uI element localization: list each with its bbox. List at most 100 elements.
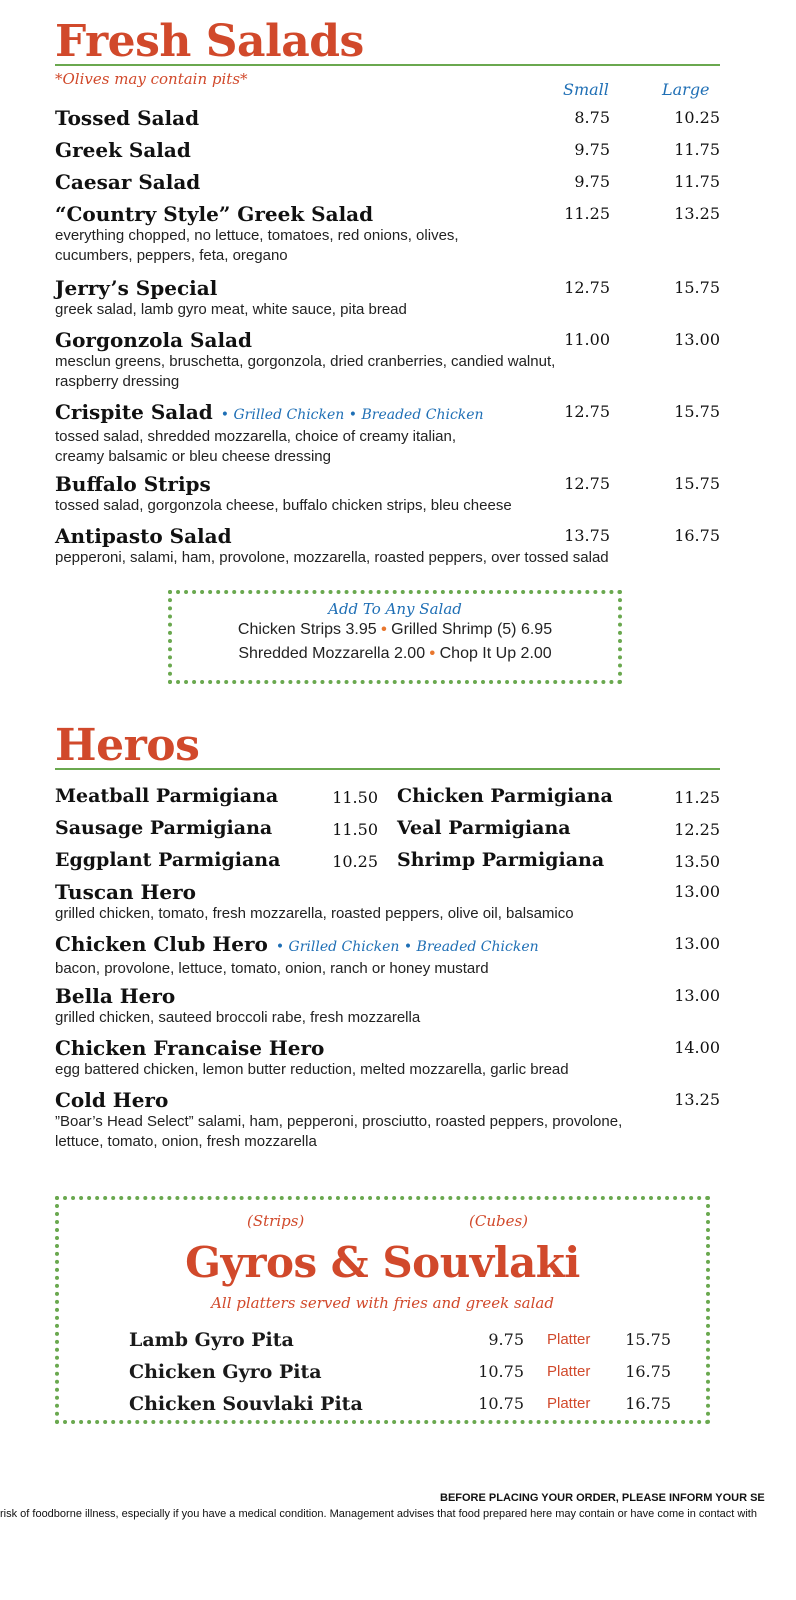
hero-item: Chicken Club Hero • Grilled Chicken • Bre… [55, 932, 720, 979]
hero-desc: bacon, provolone, lettuce, tomato, onion… [55, 960, 489, 977]
salad-name: Greek Salad [55, 138, 191, 162]
hero-name: Cold Hero [55, 1088, 169, 1112]
platters-note: All platters served with fries and greek… [211, 1294, 554, 1312]
foodborne-disclaimer: risk of foodborne illness, especially if… [0, 1508, 757, 1520]
gyro-name: Chicken Gyro Pita [129, 1361, 322, 1383]
price-small: 12.75 [564, 402, 610, 421]
addon-item: Chicken Strips 3.95 [237, 621, 377, 638]
hero-item: Meatball Parmigiana [55, 784, 278, 808]
price-small: 13.75 [564, 526, 610, 545]
salad-name: Buffalo Strips [55, 472, 211, 496]
price-large: 15.75 [674, 278, 720, 297]
addon-item: Chop It Up 2.00 [439, 645, 552, 662]
hero-desc: grilled chicken, tomato, fresh mozzarell… [55, 905, 574, 922]
gyro-item: Lamb Gyro Pita 9.75 Platter 15.75 [129, 1328, 671, 1356]
gyro-name: Chicken Souvlaki Pita [129, 1393, 363, 1415]
price-large: 10.25 [674, 108, 720, 127]
salad-desc: greek salad, lamb gyro meat, white sauce… [55, 301, 407, 318]
hero-item: Bella Hero grilled chicken, sauteed broc… [55, 984, 720, 1028]
addons-line: Shredded Mozzarella 2.00 • Chop It Up 2.… [172, 642, 618, 666]
hero-price: 12.25 [674, 820, 720, 839]
hero-item: Chicken Francaise Hero egg battered chic… [55, 1036, 720, 1080]
salad-name: Jerry’s Special [55, 276, 218, 300]
col-small-header: Small [563, 80, 609, 99]
price-small: 12.75 [564, 278, 610, 297]
hero-item: Eggplant Parmigiana [55, 848, 280, 872]
strips-label: (Strips) [247, 1212, 305, 1230]
hero-item: Veal Parmigiana [397, 816, 571, 840]
platter-label: Platter [547, 1363, 591, 1380]
salad-name: Tossed Salad [55, 106, 200, 130]
price-large: 11.75 [674, 140, 720, 159]
gyro-price: 9.75 [488, 1330, 524, 1349]
salad-item: Antipasto Salad pepperoni, salami, ham, … [55, 524, 720, 568]
gyro-name: Lamb Gyro Pita [129, 1329, 294, 1351]
salad-desc: tossed salad, gorgonzola cheese, buffalo… [55, 497, 512, 514]
hero-price: 11.25 [674, 788, 720, 807]
hero-item: Tuscan Hero grilled chicken, tomato, fre… [55, 880, 720, 924]
platter-price: 16.75 [625, 1394, 671, 1413]
addon-item: Shredded Mozzarella 2.00 [238, 645, 426, 662]
hero-item: Chicken Parmigiana [397, 784, 613, 808]
hero-desc: grilled chicken, sauteed broccoli rabe, … [55, 1009, 421, 1026]
salad-name: Crispite Salad [55, 400, 213, 424]
hero-name: Tuscan Hero [55, 880, 196, 904]
hero-name: Chicken Francaise Hero [55, 1036, 325, 1060]
price-large: 11.75 [674, 172, 720, 191]
hero-name: Chicken Club Hero [55, 932, 268, 956]
salad-desc: everything chopped, no lettuce, tomatoes… [55, 227, 459, 264]
hero-price: 10.25 [332, 852, 378, 871]
gyro-price: 10.75 [478, 1394, 524, 1413]
olives-note: *Olives may contain pits* [55, 70, 248, 88]
hero-price: 11.50 [332, 820, 378, 839]
hero-price: 13.25 [674, 1090, 720, 1109]
price-small: 8.75 [574, 108, 610, 127]
salad-item: Greek Salad 9.75 11.75 [55, 138, 720, 162]
gyros-box: (Strips) (Cubes) Gyros & Souvlaki All pl… [55, 1196, 710, 1424]
salad-item: Jerry’s Special greek salad, lamb gyro m… [55, 276, 720, 320]
salad-name: Gorgonzola Salad [55, 328, 252, 352]
price-large: 13.00 [674, 330, 720, 349]
price-small: 9.75 [574, 172, 610, 191]
bullet-icon: • [429, 645, 436, 662]
price-large: 16.75 [674, 526, 720, 545]
hero-name: Meatball Parmigiana [55, 785, 279, 807]
hero-item: Cold Hero ”Boar’s Head Select” salami, h… [55, 1088, 720, 1152]
salad-name: Antipasto Salad [55, 524, 232, 548]
price-large: 13.25 [674, 204, 720, 223]
hero-price: 11.50 [332, 788, 378, 807]
salad-desc: tossed salad, shredded mozzarella, choic… [55, 428, 457, 465]
bullet-icon: • [381, 621, 387, 638]
gyros-title: Gyros & Souvlaki [185, 1238, 580, 1287]
hero-item: Sausage Parmigiana [55, 816, 272, 840]
cubes-label: (Cubes) [469, 1212, 529, 1230]
salad-item: Tossed Salad 8.75 10.25 [55, 106, 720, 130]
salad-options: • Grilled Chicken • Breaded Chicken [220, 407, 484, 423]
hero-item: Shrimp Parmigiana [397, 848, 604, 872]
salad-name: Caesar Salad [55, 170, 201, 194]
gyro-item: Chicken Souvlaki Pita 10.75 Platter 16.7… [129, 1392, 671, 1420]
platter-label: Platter [547, 1331, 591, 1348]
price-large: 15.75 [674, 402, 720, 421]
salads-title: Fresh Salads [55, 16, 364, 67]
hero-price: 13.00 [674, 986, 720, 1005]
hero-name: Chicken Parmigiana [397, 785, 613, 807]
col-large-header: Large [662, 80, 710, 99]
addons-title: Add To Any Salad [328, 600, 462, 618]
salad-item: Buffalo Strips tossed salad, gorgonzola … [55, 472, 720, 516]
price-small: 11.25 [564, 204, 610, 223]
price-large: 15.75 [674, 474, 720, 493]
salad-item: Crispite Salad • Grilled Chicken • Breade… [55, 400, 720, 467]
hero-desc: egg battered chicken, lemon butter reduc… [55, 1061, 569, 1078]
hero-price: 13.00 [674, 882, 720, 901]
hero-name: Eggplant Parmigiana [55, 849, 281, 871]
hero-options: • Grilled Chicken • Breaded Chicken [275, 939, 539, 955]
hero-name: Shrimp Parmigiana [397, 849, 605, 871]
hero-price: 14.00 [674, 1038, 720, 1057]
salads-divider [55, 64, 720, 66]
gyro-item: Chicken Gyro Pita 10.75 Platter 16.75 [129, 1360, 671, 1388]
price-small: 9.75 [574, 140, 610, 159]
heros-title: Heros [55, 720, 200, 771]
hero-price: 13.50 [674, 852, 720, 871]
hero-desc: ”Boar’s Head Select” salami, ham, pepper… [55, 1113, 623, 1150]
